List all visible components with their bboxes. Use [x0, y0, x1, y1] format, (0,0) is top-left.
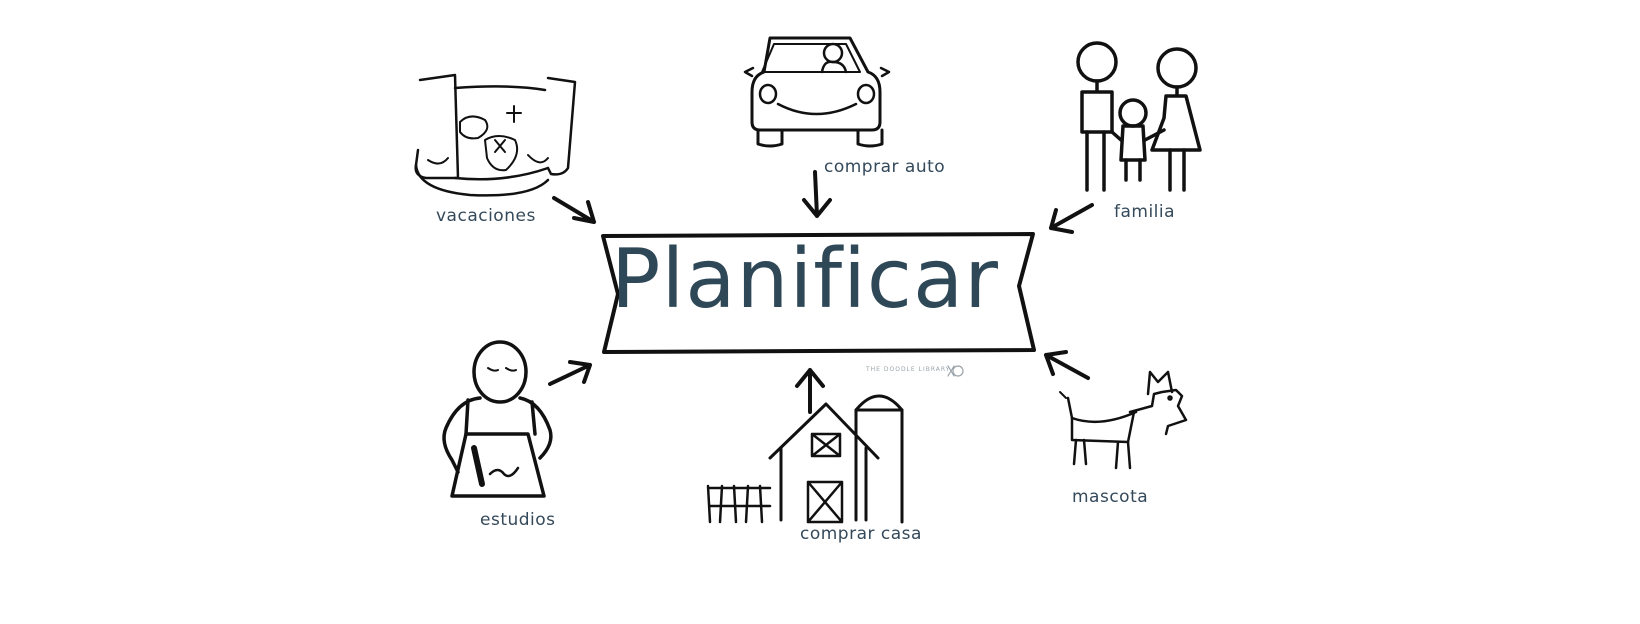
- family-icon: [1076, 41, 1202, 192]
- label-estudios: estudios: [480, 510, 556, 530]
- label-mascota: mascota: [1072, 487, 1149, 507]
- car-icon: [743, 36, 891, 148]
- dog-icon: [1059, 370, 1188, 470]
- label-familia: familia: [1114, 202, 1176, 222]
- watermark-logo-icon: [947, 365, 964, 377]
- label-comprar-auto: comprar auto: [824, 157, 946, 177]
- arrows: [548, 170, 1094, 414]
- arrow-comprar-casa: [795, 368, 825, 414]
- label-comprar-casa: comprar casa: [800, 524, 922, 544]
- center-title: Planificar: [611, 232, 999, 327]
- arrow-vacaciones: [552, 196, 596, 224]
- arrow-estudios: [548, 360, 592, 386]
- watermark-text: THE DOODLE LIBRARY: [866, 366, 951, 373]
- banner: [601, 232, 1036, 354]
- arrow-mascota: [1044, 350, 1090, 380]
- arrow-comprar-auto: [802, 170, 832, 218]
- label-vacaciones: vacaciones: [436, 206, 536, 226]
- student-icon: [442, 340, 553, 498]
- map-scroll-icon: [414, 73, 577, 197]
- house-icon: [706, 394, 904, 524]
- arrow-familia: [1049, 203, 1094, 234]
